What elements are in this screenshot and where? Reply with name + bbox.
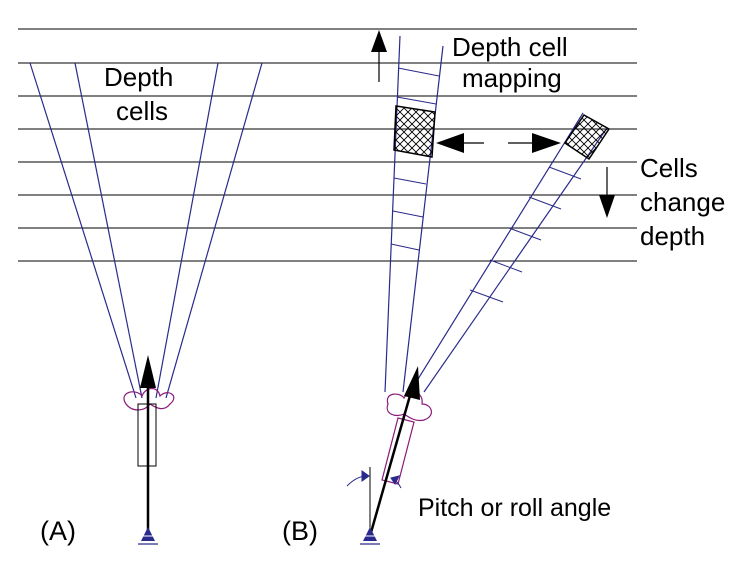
beam-right-outer [165, 62, 263, 399]
label-change-1: Cells [640, 153, 698, 183]
label-depth-cells-1: Depth [104, 62, 173, 92]
beam-left-outer [29, 62, 137, 399]
panel-a-beams [29, 62, 263, 399]
up-arrow [371, 30, 387, 82]
panel-b-beams [384, 35, 608, 393]
label-change-3: depth [640, 221, 705, 251]
beam-right-inner [155, 62, 219, 399]
mapped-cell-left [393, 105, 436, 158]
transducer-head [386, 391, 432, 422]
arrow-head [140, 355, 156, 388]
mapped-cell-right [563, 114, 611, 161]
label-mapping-1: Depth cell [452, 32, 568, 62]
label-panel-a: (A) [40, 516, 76, 546]
beam-left-inner [74, 62, 143, 399]
right-beam-cell-ticks [469, 166, 582, 303]
beam-b-left-b [402, 45, 444, 393]
panel-b-tilted-arrow [368, 366, 420, 537]
labels: Depth cells Depth cell mapping Cells cha… [40, 32, 725, 546]
arrow-head [404, 366, 420, 400]
angle-indicator [346, 467, 402, 536]
label-depth-cells-2: cells [116, 96, 168, 126]
anchor-icon [360, 527, 380, 545]
label-pitch-roll: Pitch or roll angle [418, 494, 611, 522]
beam-b-right-b [423, 127, 608, 393]
mapping-arrow [436, 133, 561, 153]
down-arrow [599, 167, 615, 218]
label-mapping-2: mapping [462, 63, 562, 93]
panel-a-vertical-arrow [140, 355, 156, 536]
depth-lines [18, 28, 637, 262]
label-change-2: change [640, 187, 725, 217]
label-panel-b: (B) [282, 516, 318, 546]
beam-b-right-a [409, 112, 584, 393]
anchor-icon [138, 527, 158, 545]
beam-b-left-a [384, 35, 401, 393]
left-beam-cell-ticks [390, 67, 440, 251]
